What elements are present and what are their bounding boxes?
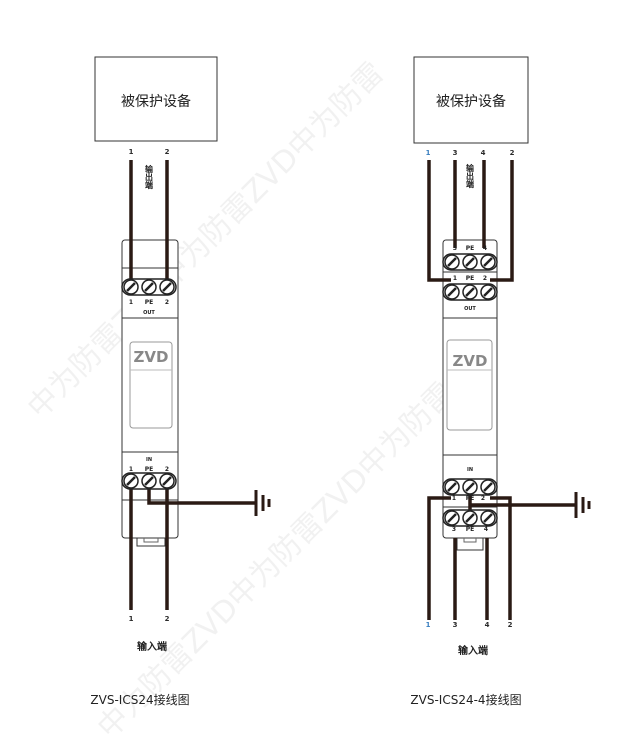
output-label: 输出端 — [465, 163, 475, 189]
terminal-label: PE — [466, 526, 475, 533]
terminal-label: 1 — [129, 299, 133, 306]
screw-icon — [444, 510, 460, 526]
terminal-label: 4 — [483, 245, 487, 252]
caption: ZVS-ICS24-4接线图 — [410, 692, 521, 707]
input-wire-1 — [427, 496, 451, 620]
output-wire-1 — [427, 160, 451, 282]
terminal-block — [121, 278, 177, 296]
input-label: 输入端 — [137, 640, 167, 653]
screw-icon — [462, 254, 478, 270]
screw-icon — [141, 279, 157, 295]
input-label: 输入端 — [458, 644, 488, 657]
wire-label: 4 — [485, 621, 490, 629]
terminal-label: PE — [145, 466, 154, 473]
terminal-label: 2 — [483, 275, 487, 282]
screw-icon — [480, 254, 496, 270]
screw-icon — [444, 254, 460, 270]
right-diagram: 被保护设备 1 3 4 2 输出端 ZVD 3 PE — [410, 56, 591, 707]
out-label: OUT — [143, 310, 155, 316]
screw-icon — [123, 473, 139, 489]
terminal-label: 1 — [129, 466, 133, 473]
wire-label: 4 — [481, 149, 486, 157]
screw-icon — [123, 279, 139, 295]
protected-device-box — [413, 56, 529, 144]
terminal-block — [442, 253, 498, 271]
in-label: IN — [146, 457, 152, 463]
ground-icon — [574, 492, 591, 518]
screw-icon — [480, 479, 496, 495]
wire-label: 1 — [129, 615, 134, 623]
wire-label: 3 — [453, 621, 458, 629]
screw-icon — [444, 479, 460, 495]
front-window — [446, 339, 493, 431]
screw-icon — [480, 510, 496, 526]
terminal-label: 3 — [452, 526, 456, 533]
spd-module-body — [121, 239, 179, 539]
din-clip — [456, 538, 484, 551]
front-window — [129, 341, 173, 429]
wire-label: 2 — [508, 621, 513, 629]
wire-label: 3 — [453, 149, 458, 157]
spd-module-body — [442, 239, 498, 539]
din-clip — [136, 538, 166, 547]
brand-logo: ZVD — [134, 348, 169, 366]
terminal-block — [442, 509, 498, 527]
watermark: 中为防雷ZVD中为防雷ZVD中为防雷 — [21, 56, 391, 426]
terminal-label: 1 — [453, 275, 457, 282]
wire-label: 2 — [165, 615, 170, 623]
terminal-label: PE — [466, 275, 475, 282]
terminal-label: 2 — [165, 466, 169, 473]
screw-icon — [159, 473, 175, 489]
screw-icon — [480, 284, 496, 300]
terminal-label: PE — [466, 245, 475, 252]
wire-label: 2 — [165, 148, 170, 156]
caption: ZVS-ICS24接线图 — [90, 692, 189, 707]
terminal-label: PE — [466, 495, 475, 502]
terminal-block — [121, 472, 177, 490]
terminal-label: 2 — [165, 299, 169, 306]
svg-text:输出端: 输出端 — [144, 164, 154, 190]
screw-icon — [141, 473, 157, 489]
screw-icon — [444, 284, 460, 300]
in-label: IN — [467, 467, 473, 473]
brand-logo: ZVD — [453, 352, 488, 370]
protected-device-label: 被保护设备 — [436, 93, 506, 110]
screw-icon — [159, 279, 175, 295]
ground-icon — [254, 490, 271, 516]
screw-icon — [462, 284, 478, 300]
input-wire-2 — [490, 496, 512, 620]
wire-label: 1 — [426, 149, 431, 157]
output-wire-2 — [490, 160, 514, 282]
protected-device-box — [94, 56, 218, 142]
screw-icon — [462, 479, 478, 495]
terminal-block — [442, 478, 498, 496]
left-diagram: 被保护设备 1 2 输出端 ZVD 1 PE 2 OUT IN 1 PE — [90, 56, 271, 707]
wire-label: 2 — [510, 149, 515, 157]
out-label: OUT — [464, 306, 476, 312]
protected-device-label: 被保护设备 — [121, 93, 191, 110]
terminal-label: 3 — [453, 245, 457, 252]
terminal-label: PE — [145, 299, 154, 306]
output-label: 输出端 — [144, 164, 154, 190]
terminal-block — [442, 283, 498, 301]
terminal-label: 4 — [484, 526, 488, 533]
terminal-label: 1 — [452, 495, 456, 502]
terminal-label: 2 — [481, 495, 485, 502]
wire-label: 1 — [426, 621, 431, 629]
screw-icon — [462, 510, 478, 526]
wire-label: 1 — [129, 148, 134, 156]
